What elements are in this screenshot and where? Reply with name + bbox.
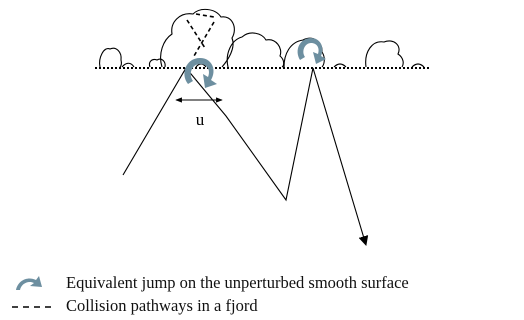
cluster-2 [148, 58, 166, 68]
curved-arrow-icon [297, 38, 326, 64]
dashed-line-icon [8, 295, 62, 317]
legend-item-equivalent-jump: Equivalent jump on the unperturbed smoot… [8, 272, 524, 294]
collision-path-1 [186, 19, 206, 49]
collision-pathways [186, 13, 215, 57]
curved-arrow-icon [184, 58, 217, 88]
cluster-1 [99, 47, 122, 68]
equivalent-jump-arrow-1 [184, 58, 217, 88]
cluster-6 [365, 40, 404, 68]
surface-clusters [99, 8, 425, 68]
legend-label: Equivalent jump on the unperturbed smoot… [66, 273, 409, 292]
cluster-4 [226, 32, 285, 68]
cluster-3-fjord [160, 8, 235, 68]
trajectory-line [122, 67, 369, 246]
surface-bumps [121, 62, 425, 68]
legend-label: Collision pathways in a fjord [66, 296, 258, 315]
legend-item-collision-pathways: Collision pathways in a fjord [8, 295, 524, 317]
equivalent-jump-arrow-2 [297, 38, 326, 64]
collision-path-2 [193, 21, 215, 57]
jump-length-label: u [196, 110, 205, 129]
collision-path-3 [195, 13, 215, 18]
curved-arrow-icon [8, 272, 62, 294]
